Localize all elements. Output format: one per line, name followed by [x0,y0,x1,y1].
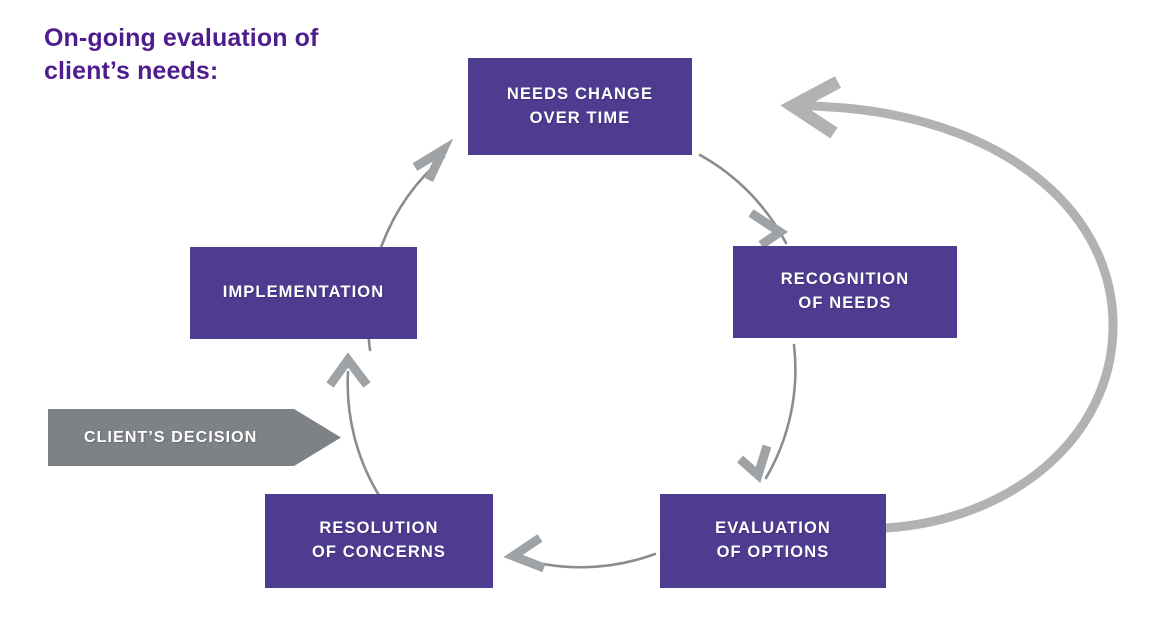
inner-arrowheads [326,138,789,573]
arrowhead-to-evaluation [737,444,772,484]
edge-resolution-to-implementation [346,370,382,499]
outer-loop-arrowhead [780,76,842,139]
arrowhead-to-implementation [326,352,371,388]
edge-recognition-to-evaluation [764,343,797,480]
node-evaluation-of-options[interactable]: EVALUATION OF OPTIONS [660,494,886,588]
node-resolution-of-concerns[interactable]: RESOLUTION OF CONCERNS [265,494,493,588]
page-title: On-going evaluation of client’s needs: [44,24,319,85]
node-clients-decision[interactable]: CLIENT’S DECISION [48,409,341,466]
edge-evaluation-to-needs-outer [795,100,1118,533]
arrowhead-to-needs [412,138,454,182]
outer-loop-arc [780,76,1118,533]
node-needs-change-over-time[interactable]: NEEDS CHANGE OVER TIME [468,58,692,155]
arrowhead-to-resolution [503,534,546,573]
node-recognition-of-needs[interactable]: RECOGNITION OF NEEDS [733,246,957,338]
node-implementation[interactable]: IMPLEMENTATION [190,247,417,339]
arrowhead-to-recognition [748,209,789,249]
